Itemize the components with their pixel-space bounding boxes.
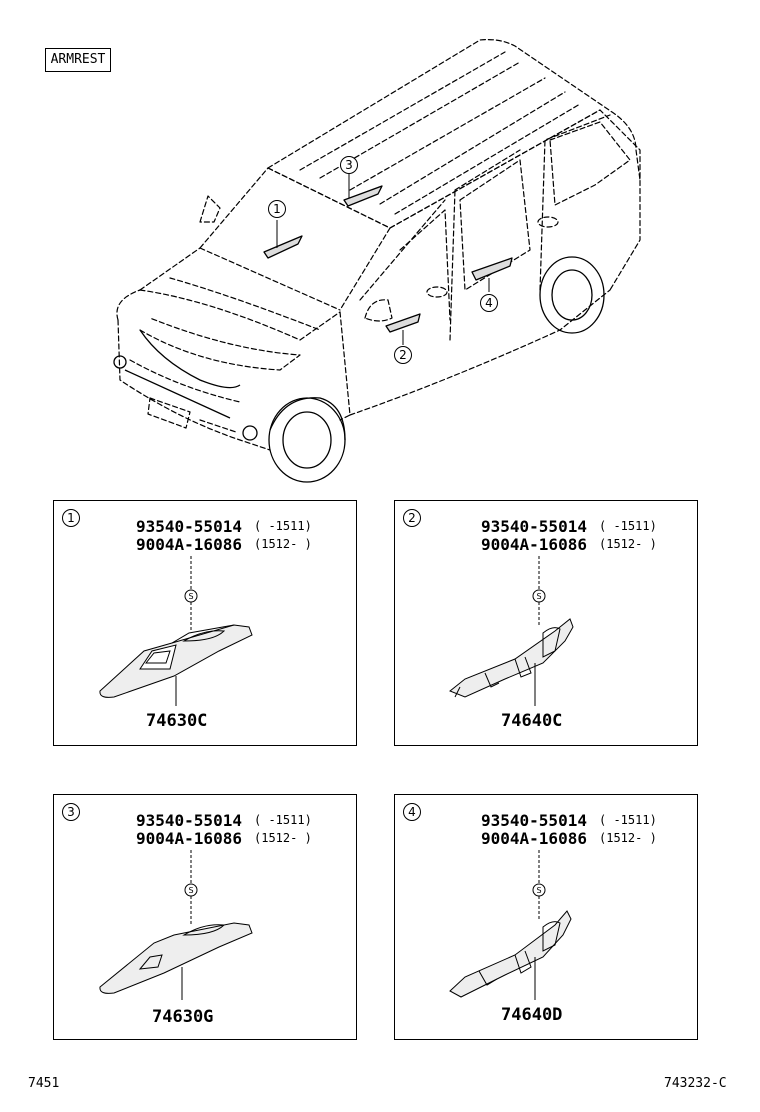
part-label: 74640D	[501, 1005, 563, 1025]
armrest-rear-right-drawing: S	[449, 850, 572, 1000]
part-label: 74630C	[146, 711, 208, 731]
part-number-line2: 9004A-16086	[136, 535, 242, 554]
part-label: 74640C	[501, 711, 563, 731]
vehicle-illustration	[113, 39, 641, 483]
section-tag: ARMREST	[45, 48, 111, 72]
callout-1: 1	[268, 200, 286, 218]
detail-panel-1: 1 93540-55014 ( -1511) 9004A-16086 (1512…	[53, 500, 357, 746]
detail-panel-3: 3 93540-55014 ( -1511) 9004A-16086 (1512…	[53, 794, 357, 1040]
callout-4: 4	[480, 294, 498, 312]
callout-2: 2	[394, 346, 412, 364]
panel-number: 2	[403, 509, 421, 527]
armrest-front-right-drawing: S	[449, 556, 574, 706]
screw-symbol: S	[188, 886, 193, 895]
date-range-line2: (1512- )	[254, 537, 312, 551]
part-number-line1: 93540-55014	[136, 811, 242, 830]
detail-panel-4: 4 93540-55014 ( -1511) 9004A-16086 (1512…	[394, 794, 698, 1040]
screw-symbol: S	[188, 592, 193, 601]
part-number-line1: 93540-55014	[481, 811, 587, 830]
part-label: 74630G	[152, 1007, 214, 1027]
date-range-line1: ( -1511)	[599, 519, 657, 533]
part-number-line2: 9004A-16086	[481, 535, 587, 554]
date-range-line1: ( -1511)	[254, 519, 312, 533]
date-range-line1: ( -1511)	[599, 813, 657, 827]
panel-number: 4	[403, 803, 421, 821]
armrest-rear-left-drawing: S	[99, 850, 253, 1000]
part-number-line2: 9004A-16086	[481, 829, 587, 848]
screw-symbol: S	[536, 592, 541, 601]
callout-3: 3	[340, 156, 358, 174]
footer-right-code: 743232-C	[664, 1076, 727, 1091]
date-range-line2: (1512- )	[599, 831, 657, 845]
date-range-line1: ( -1511)	[254, 813, 312, 827]
part-number-line1: 93540-55014	[481, 517, 587, 536]
date-range-line2: (1512- )	[254, 831, 312, 845]
footer-left-code: 7451	[28, 1076, 60, 1091]
detail-panel-2: 2 93540-55014 ( -1511) 9004A-16086 (1512…	[394, 500, 698, 746]
armrest-front-left-drawing: S	[99, 556, 253, 706]
panel-number: 1	[62, 509, 80, 527]
part-number-line2: 9004A-16086	[136, 829, 242, 848]
part-number-line1: 93540-55014	[136, 517, 242, 536]
panel-number: 3	[62, 803, 80, 821]
screw-symbol: S	[536, 886, 541, 895]
date-range-line2: (1512- )	[599, 537, 657, 551]
